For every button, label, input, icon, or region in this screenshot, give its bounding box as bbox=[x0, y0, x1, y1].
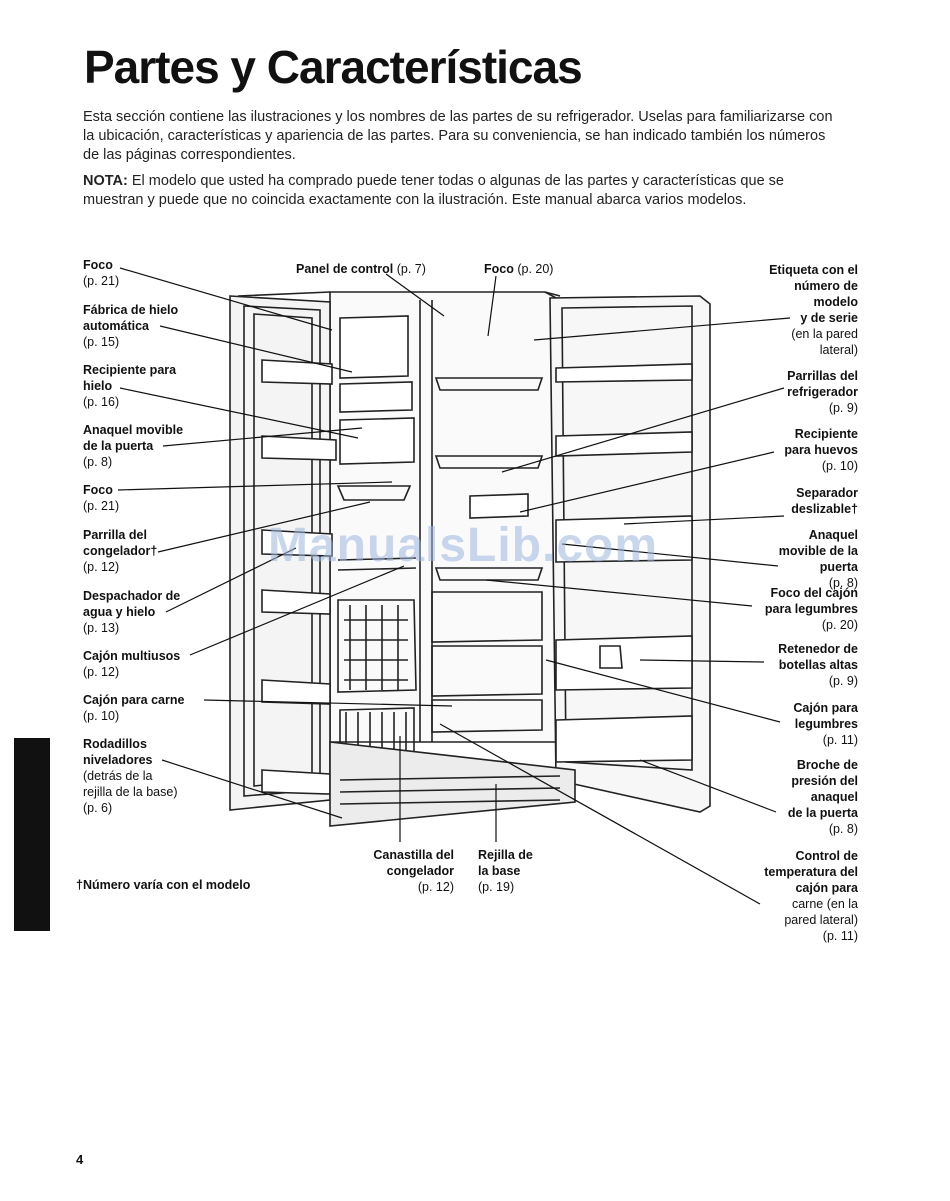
freezer-bin bbox=[339, 417, 415, 465]
freezer-door-bin-6 bbox=[261, 769, 331, 795]
label-ice-bin: Recipiente para hielo (p. 16) bbox=[83, 363, 177, 409]
fridge-door-bin-2 bbox=[555, 431, 693, 457]
footnote: †Número varía con el modelo bbox=[76, 878, 251, 892]
label-leveling-rollers: Rodadillos niveladores (detrás de la rej… bbox=[83, 737, 178, 815]
label-light-freezer-top: Foco (p. 21) bbox=[83, 258, 120, 288]
label-crisper-drawer: Cajón para legumbres (p. 11) bbox=[793, 701, 858, 747]
label-sliding-divider: Separador deslizable† bbox=[791, 486, 858, 516]
crisper-drawer-2 bbox=[431, 645, 543, 697]
label-fridge-shelves: Parrillas del refrigerador (p. 9) bbox=[787, 369, 858, 415]
section-tab bbox=[14, 738, 50, 931]
freezer-door-bin-5 bbox=[261, 679, 331, 705]
meat-drawer bbox=[431, 699, 543, 733]
leader-lines bbox=[117, 267, 791, 905]
intro-paragraph: Esta sección contiene las ilustraciones … bbox=[83, 109, 833, 163]
note-label: NOTA: bbox=[83, 173, 128, 189]
bottle-retainer bbox=[555, 635, 693, 691]
watermark: ManualsLib.com bbox=[268, 519, 659, 572]
fridge-door-bin-4 bbox=[555, 715, 693, 763]
label-tall-bottle-retainer: Retenedor de botellas altas (p. 9) bbox=[778, 642, 858, 688]
label-control-panel: Panel de control (p. 7) bbox=[296, 262, 426, 276]
label-model-serial-tag: Etiqueta con el número de modelo y de se… bbox=[769, 263, 858, 357]
freezer-door-bin-2 bbox=[261, 435, 337, 461]
label-egg-bin: Recipiente para huevos (p. 10) bbox=[784, 427, 858, 473]
ice-maker bbox=[339, 315, 409, 379]
fridge-door-bin-1 bbox=[555, 363, 693, 383]
label-freezer-basket: Canastilla del congelador (p. 12) bbox=[373, 848, 454, 894]
label-crisper-light: Foco del cajón para legumbres (p. 20) bbox=[764, 586, 858, 632]
label-door-shelf-clip: Broche de presión del anaquel de la puer… bbox=[787, 758, 858, 836]
freezer-wire-shelf bbox=[337, 557, 417, 571]
page-title: Partes y Características bbox=[84, 41, 583, 93]
base-grille bbox=[329, 741, 576, 827]
note-paragraph: NOTA: El modelo que usted ha comprado pu… bbox=[83, 172, 843, 210]
fridge-shelf-2 bbox=[434, 455, 544, 469]
fridge-shelf-1 bbox=[434, 377, 544, 391]
page-number: 4 bbox=[76, 1152, 84, 1167]
freezer-door-bin-1 bbox=[261, 359, 333, 385]
note-text: El modelo que usted ha comprado puede te… bbox=[83, 173, 784, 208]
refrigerator-drawing bbox=[229, 291, 711, 827]
freezer-door-bin-3 bbox=[261, 529, 333, 557]
label-multi-purpose-drawer: Cajón multiusos (p. 12) bbox=[83, 649, 181, 679]
freezer-shelf bbox=[336, 485, 412, 501]
fridge-door-bin-3 bbox=[555, 515, 693, 563]
cabinet-top-edge bbox=[237, 291, 561, 297]
egg-bin bbox=[469, 493, 529, 519]
label-freezer-door-shelf: Anaquel movible de la puerta (p. 8) bbox=[83, 423, 184, 469]
label-freezer-shelf: Parrilla del congelador† (p. 12) bbox=[83, 528, 158, 574]
label-meat-drawer-temperature-control: Control de temperatura del cajón para ca… bbox=[764, 849, 858, 943]
freezer-door-bin-4 bbox=[261, 589, 331, 615]
crisper-drawer-1 bbox=[431, 591, 543, 643]
fridge-shelf-3 bbox=[434, 567, 544, 581]
label-ice-maker: Fábrica de hielo automática (p. 15) bbox=[83, 303, 179, 349]
ice-bin bbox=[339, 381, 413, 413]
label-base-grille: Rejilla de la base (p. 19) bbox=[478, 848, 533, 894]
label-light-fridge: Foco (p. 20) bbox=[484, 262, 554, 276]
label-light-freezer: Foco (p. 21) bbox=[83, 483, 120, 513]
label-water-ice-dispenser: Despachador de agua y hielo (p. 13) bbox=[83, 589, 181, 635]
multi-purpose-drawer bbox=[337, 599, 417, 693]
label-fridge-door-shelf: Anaquel movible de la puerta (p. 8) bbox=[778, 528, 858, 590]
label-meat-drawer: Cajón para carne (p. 10) bbox=[83, 693, 185, 723]
